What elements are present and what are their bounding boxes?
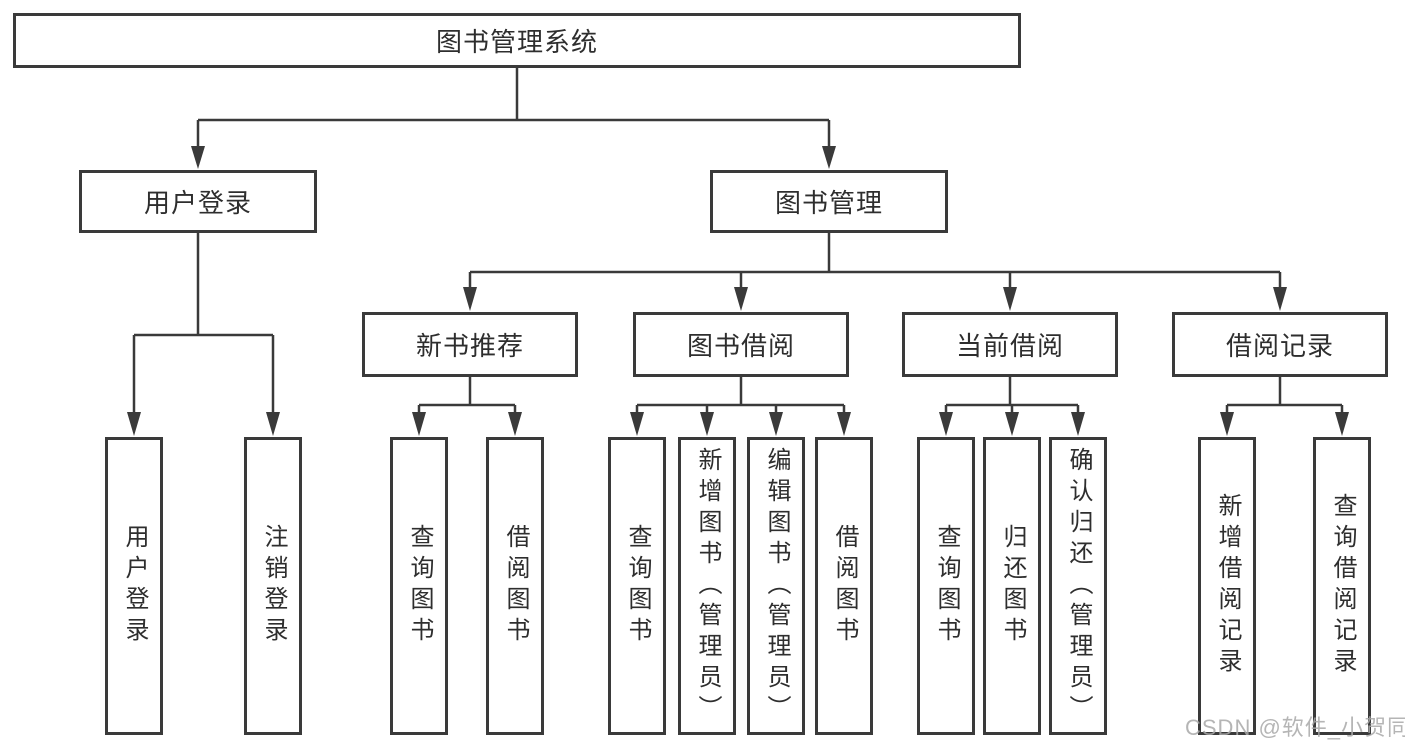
node-book-borrow-label: 图书借阅 [686,331,795,361]
node-root-label: 图书管理系统 [435,27,598,57]
connector-book-borrow [630,374,851,436]
node-borrow-records: 借阅记录 [1172,312,1388,377]
leaf-bb-query-books: 查询图书 [608,437,666,735]
node-new-book-rec: 新书推荐 [362,312,578,377]
leaf-cb-query-books: 查询图书 [917,437,975,735]
leaf-br-query-record: 查询借阅记录 [1313,437,1371,735]
connector-new-book-rec [412,374,522,436]
leaf-bb-edit-books: 编辑图书（管理员） [747,437,805,735]
leaf-bb-borrow-books: 借阅图书 [815,437,873,735]
leaf-br-add-record: 新增借阅记录 [1198,437,1256,735]
connector-root [191,65,836,169]
leaf-bb-add-books: 新增图书（管理员） [678,437,736,735]
node-new-book-rec-label: 新书推荐 [415,331,524,361]
node-book-borrow: 图书借阅 [633,312,849,377]
node-book-mgmt: 图书管理 [710,170,948,233]
node-current-borrow: 当前借阅 [902,312,1118,377]
connector-current-borrow [939,374,1085,436]
node-user-login-label: 用户登录 [143,188,252,218]
node-current-borrow-label: 当前借阅 [955,331,1064,361]
node-root: 图书管理系统 [13,13,1021,68]
leaf-nbr-query-books: 查询图书 [390,437,448,735]
node-user-login: 用户登录 [79,170,317,233]
leaf-logout: 注销登录 [244,437,302,735]
node-borrow-records-label: 借阅记录 [1225,331,1334,361]
watermark: CSDN @软件_小贺同学 [1185,715,1405,740]
leaf-user-login: 用户登录 [105,437,163,735]
node-book-mgmt-label: 图书管理 [774,188,883,218]
leaf-nbr-borrow-books: 借阅图书 [486,437,544,735]
connector-borrow-records [1220,374,1349,436]
leaf-cb-confirm-return: 确认归还（管理员） [1049,437,1107,735]
connector-book-mgmt [463,230,1287,311]
connector-user-login [127,230,280,436]
leaf-cb-return-books: 归还图书 [983,437,1041,735]
